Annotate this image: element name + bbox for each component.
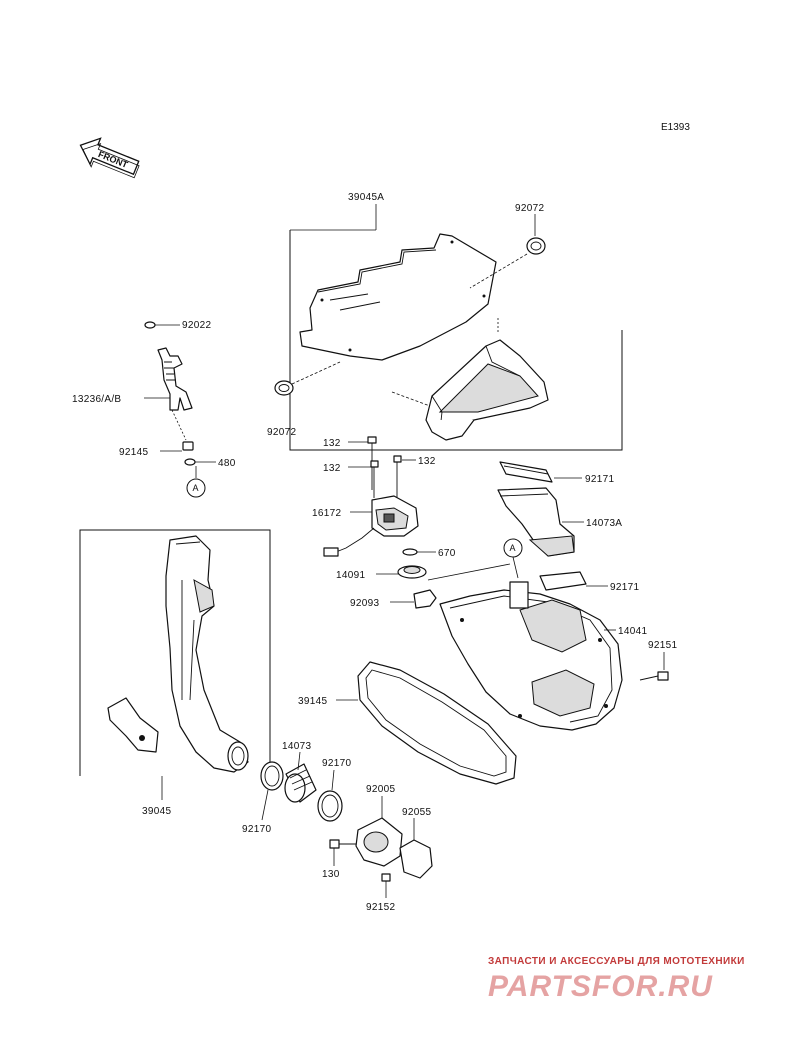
band-92171-top <box>499 461 553 483</box>
intake-duct <box>425 339 549 441</box>
label-14073A: 14073A <box>586 518 622 529</box>
label-132-c: 132 <box>418 456 436 467</box>
actuator-16172 <box>323 495 419 557</box>
label-480: 480 <box>218 458 236 469</box>
watermark-logo: PARTSFOR.RU <box>488 970 713 1003</box>
clip-92072-left <box>274 380 294 396</box>
label-92170-b: 92170 <box>322 758 351 769</box>
oring-670 <box>402 548 418 556</box>
label-39045: 39045 <box>142 806 171 817</box>
label-92093: 92093 <box>350 598 379 609</box>
elbow-92005 <box>355 817 403 867</box>
watermark-tagline: ЗАПЧАСТИ И АКСЕССУАРЫ ДЛЯ МОТОТЕХНИКИ <box>488 956 745 967</box>
bolt-92151 <box>639 671 669 681</box>
clip-92145 <box>182 441 194 451</box>
svg-text:A: A <box>510 543 516 553</box>
ring-92022 <box>144 321 156 329</box>
label-92022: 92022 <box>182 320 211 331</box>
bolt-130 <box>329 839 356 849</box>
label-14073: 14073 <box>282 741 311 752</box>
label-92072-top: 92072 <box>515 203 544 214</box>
duct-14073A <box>497 487 575 557</box>
lower-assembly-box <box>79 529 271 800</box>
label-92171-mid: 92171 <box>610 582 639 593</box>
label-670: 670 <box>438 548 456 559</box>
washer-480 <box>184 458 196 466</box>
bolt-132-b <box>370 460 379 498</box>
label-14041: 14041 <box>618 626 647 637</box>
sleeve-14073 <box>284 763 317 803</box>
label-92055: 92055 <box>402 807 431 818</box>
svg-text:A: A <box>193 483 199 493</box>
clamp-92170-b <box>317 790 343 822</box>
label-130: 130 <box>322 869 340 880</box>
bolt-92152 <box>381 873 391 882</box>
label-92170-a: 92170 <box>242 824 271 835</box>
label-92072-left: 92072 <box>267 427 296 438</box>
clamp-92170-a <box>260 761 284 791</box>
label-92171-top: 92171 <box>585 474 614 485</box>
diagram-code: E1393 <box>661 122 690 133</box>
clip-92072-top <box>526 237 546 255</box>
bolt-132-c <box>393 455 402 498</box>
callout-a-left: A <box>186 478 206 498</box>
label-92152: 92152 <box>366 902 395 913</box>
cap-14091 <box>397 565 427 579</box>
switch-13236 <box>157 347 193 441</box>
front-arrow-icon: FRONT <box>79 137 140 179</box>
upper-assembly-box <box>289 204 623 451</box>
heat-shield-plate <box>299 233 497 361</box>
label-39145: 39145 <box>298 696 327 707</box>
label-92145: 92145 <box>119 447 148 458</box>
label-92151: 92151 <box>648 640 677 651</box>
band-92171-mid <box>539 571 587 591</box>
bracket-39045 <box>107 697 159 753</box>
gasket-92093 <box>413 589 437 609</box>
label-39045A: 39045A <box>348 192 384 203</box>
gasket-92055 <box>399 839 433 879</box>
belt-39145 <box>357 661 517 785</box>
label-13236: 13236/A/B <box>72 394 121 405</box>
callout-a-right: A <box>503 538 523 558</box>
cover-14041 <box>439 581 623 731</box>
label-132-a: 132 <box>323 438 341 449</box>
label-92005: 92005 <box>366 784 395 795</box>
label-132-b: 132 <box>323 463 341 474</box>
label-14091: 14091 <box>336 570 365 581</box>
label-16172: 16172 <box>312 508 341 519</box>
duct-39045 <box>165 535 249 773</box>
